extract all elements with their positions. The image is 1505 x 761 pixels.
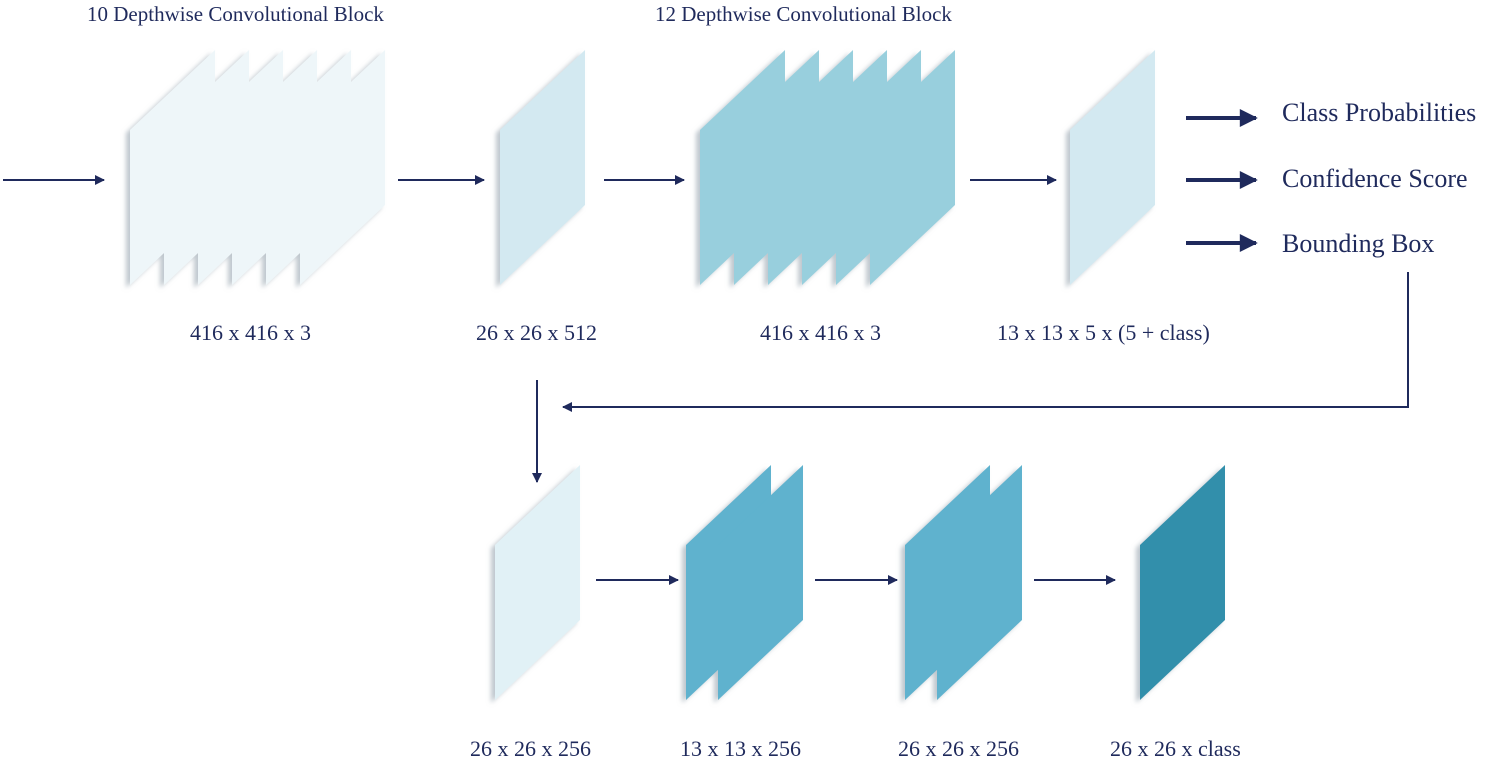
feature-maps-26x26x256-b (905, 465, 1022, 700)
output-class-probabilities: Class Probabilities (1282, 98, 1477, 127)
dim-label-1: 416 x 416 x 3 (190, 320, 311, 345)
dim-label-6: 13 x 13 x 256 (680, 736, 801, 761)
feature-maps-13x13x256 (686, 465, 803, 700)
output-confidence-score: Confidence Score (1282, 164, 1468, 193)
dim-label-2: 26 x 26 x 512 (476, 320, 597, 345)
feedback-line (562, 272, 1409, 412)
feature-map-26x26x256-a (495, 465, 580, 700)
output-bounding-box: Bounding Box (1282, 229, 1435, 258)
feature-map-26x26xclass (1140, 465, 1225, 700)
block2-feature-maps (700, 50, 955, 285)
dim-label-4: 13 x 13 x 5 x (5 + class) (997, 320, 1210, 345)
feature-map-26x26x512 (500, 50, 585, 285)
block1-title: 10 Depthwise Convolutional Block (87, 2, 384, 26)
feedback-connector (532, 272, 1409, 483)
output-arrows (1186, 109, 1258, 252)
block2-title: 12 Depthwise Convolutional Block (655, 2, 952, 26)
dim-label-3: 416 x 416 x 3 (760, 320, 881, 345)
block2-plane (870, 50, 955, 285)
block1-plane (300, 50, 385, 285)
dim-label-7: 26 x 26 x 256 (898, 736, 1019, 761)
block1-feature-maps (130, 50, 385, 285)
output-map-13x13 (1070, 50, 1155, 285)
dim-label-5: 26 x 26 x 256 (470, 736, 591, 761)
dim-label-8: 26 x 26 x class (1110, 736, 1241, 761)
teal-plane (937, 465, 1022, 700)
teal-plane (718, 465, 803, 700)
